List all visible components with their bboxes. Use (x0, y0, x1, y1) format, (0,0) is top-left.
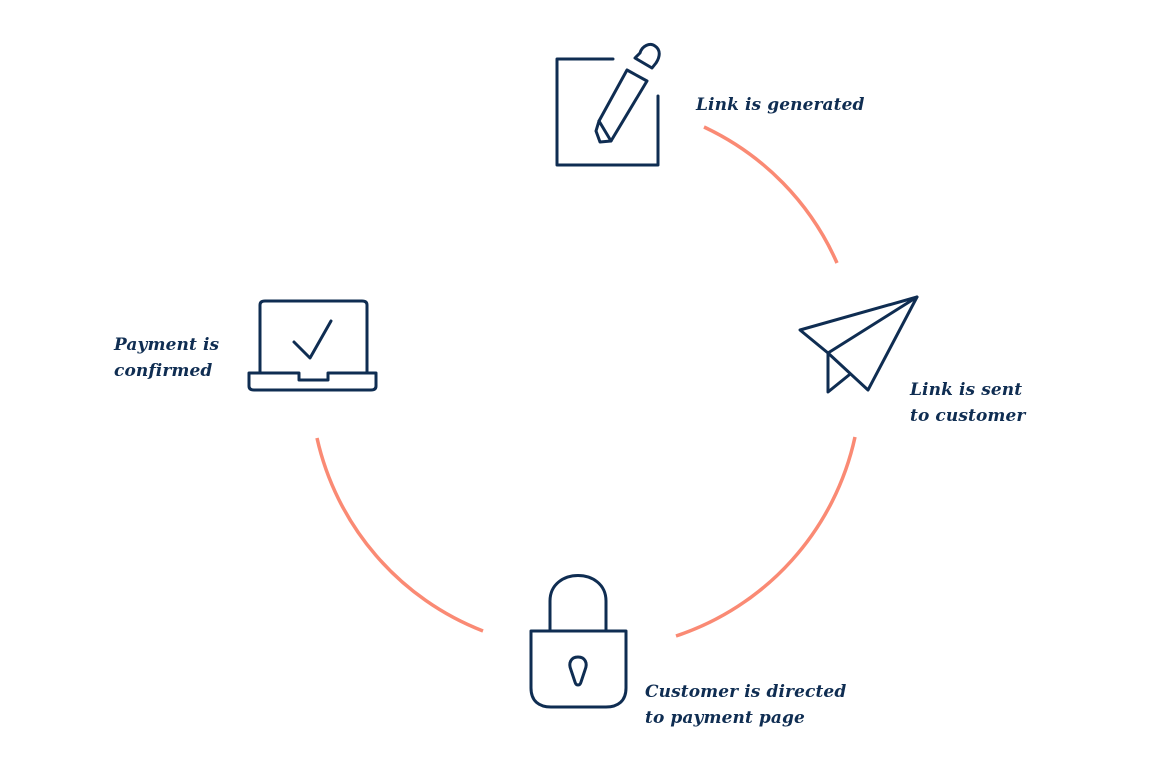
step-label-link-sent: Link is sent to customer (910, 377, 1025, 429)
step-label-line: Link is sent (910, 380, 1023, 400)
step-label-line: Customer is directed (645, 682, 847, 702)
step-label-link-generated: Link is generated (696, 92, 865, 118)
step-label-line: Link is generated (696, 95, 865, 115)
step-label-payment-confirmed: Payment is confirmed (114, 332, 219, 384)
padlock-icon (529, 574, 628, 709)
pencil-note-icon (555, 42, 661, 167)
arc-sent-to-directed (675, 436, 857, 638)
arc-generated-to-sent (703, 125, 839, 264)
step-label-line: confirmed (114, 361, 213, 381)
step-label-line: to customer (910, 406, 1026, 426)
step-label-customer-directed: Customer is directed to payment page (645, 679, 846, 731)
step-label-line: to payment page (645, 708, 805, 728)
paper-plane-icon (798, 295, 919, 394)
laptop-check-icon (247, 299, 378, 392)
step-label-line: Payment is (114, 335, 220, 355)
arc-directed-to-confirmed (315, 437, 484, 633)
